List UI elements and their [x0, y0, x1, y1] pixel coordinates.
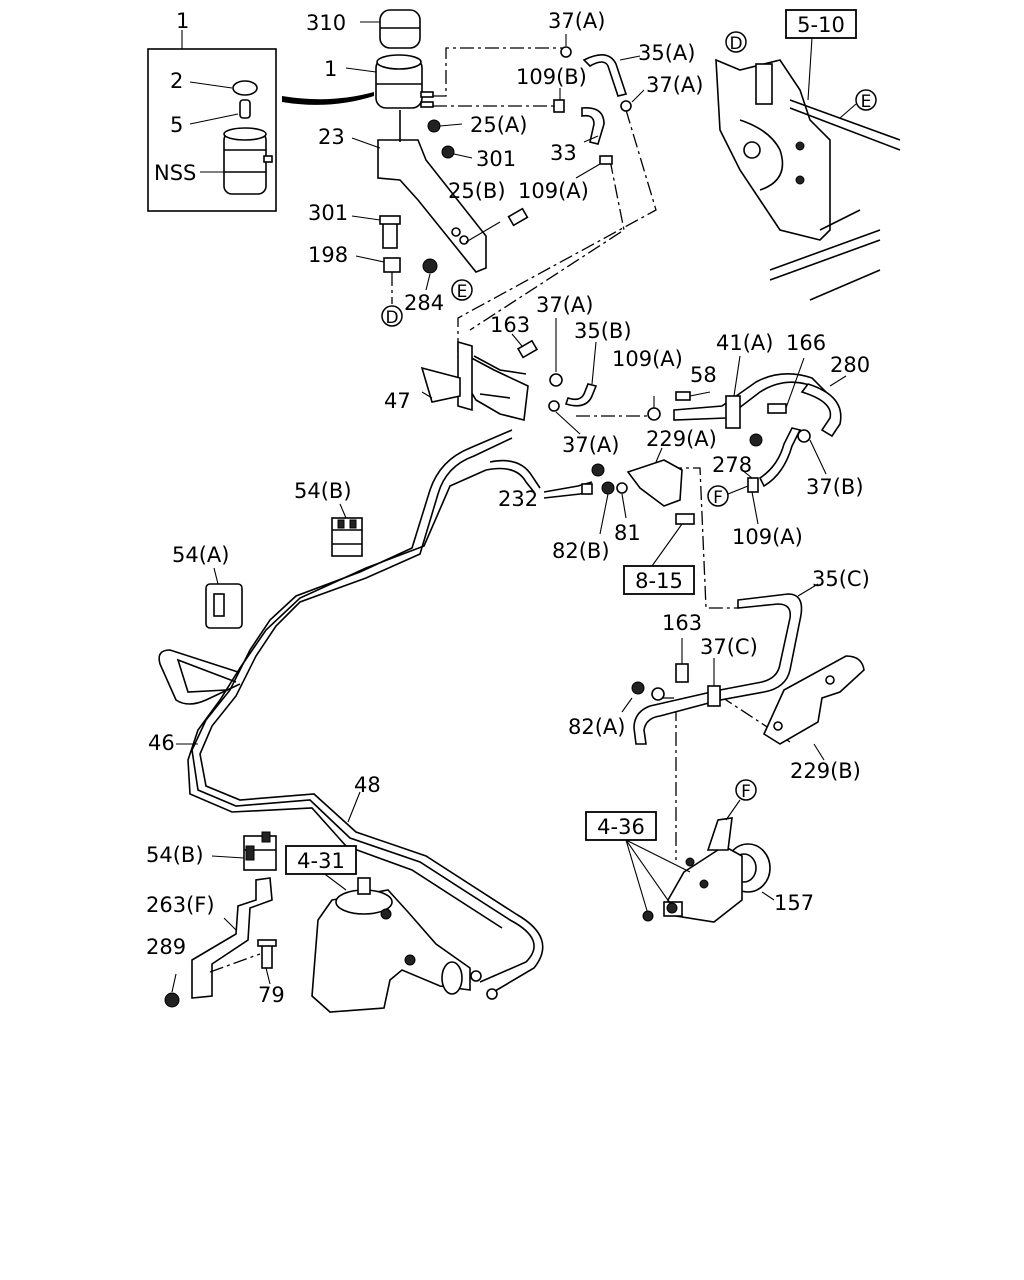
callout-79: 79	[258, 983, 285, 1007]
callout-163-upper: 163	[490, 313, 530, 337]
callout-289: 289	[146, 935, 186, 959]
callout-2: 2	[170, 69, 183, 93]
callout-82b: 82(B)	[552, 539, 610, 563]
callout-37b: 37(B)	[806, 475, 864, 499]
callout-1-tank: 1	[324, 57, 337, 81]
callout-301-upper: 301	[476, 147, 516, 171]
svg-text:F: F	[741, 782, 751, 802]
callout-35c: 35(C)	[812, 567, 870, 591]
callout-229a: 229(A)	[646, 427, 717, 451]
callout-109a-mid: 109(A)	[612, 347, 683, 371]
callout-35a: 35(A)	[638, 41, 695, 65]
callout-54b-lower: 54(B)	[146, 843, 204, 867]
svg-text:E: E	[457, 282, 468, 302]
reference-box-5-10: 5-10	[785, 9, 857, 39]
callout-37a-top: 37(A)	[548, 9, 605, 33]
marker-e-upper: E	[855, 89, 877, 112]
svg-text:D: D	[729, 34, 742, 54]
callout-1-kit: 1	[176, 9, 189, 33]
callout-37a-mid: 37(A)	[536, 293, 593, 317]
pump-hose-group	[621, 583, 865, 923]
svg-text:8-15: 8-15	[635, 569, 683, 593]
marker-f-pump: F	[735, 779, 757, 802]
callout-301-lower: 301	[308, 201, 348, 225]
svg-text:5-10: 5-10	[797, 13, 845, 37]
callout-48: 48	[354, 773, 381, 797]
marker-d-upper: D	[725, 31, 747, 54]
callout-46: 46	[148, 731, 175, 755]
callout-54a: 54(A)	[172, 543, 229, 567]
reservoir-assembly	[282, 9, 529, 304]
svg-text:E: E	[861, 92, 872, 112]
callout-37a-right: 37(A)	[646, 73, 703, 97]
callout-35b: 35(B)	[574, 319, 632, 343]
marker-f-hose: F	[707, 485, 749, 508]
callout-109a-lower: 109(A)	[732, 525, 803, 549]
callout-5: 5	[170, 113, 183, 137]
callout-109b: 109(B)	[516, 65, 587, 89]
callout-310: 310	[306, 11, 346, 35]
svg-text:4-36: 4-36	[597, 815, 645, 839]
callout-198: 198	[308, 243, 348, 267]
marker-d-lower: D	[381, 305, 403, 328]
callout-82a: 82(A)	[568, 715, 625, 739]
right-hose-group	[543, 355, 847, 567]
callout-163-lower: 163	[662, 611, 702, 635]
callout-278: 278	[712, 453, 752, 477]
callout-81: 81	[614, 521, 641, 545]
callout-41a: 41(A)	[716, 331, 773, 355]
reference-box-4-36: 4-36	[585, 811, 657, 841]
callout-229b: 229(B)	[790, 759, 861, 783]
clip-54b-upper	[331, 503, 363, 557]
pipe-run	[158, 429, 544, 1013]
reference-box-4-31: 4-31	[285, 845, 357, 875]
callout-25b: 25(B)	[448, 179, 506, 203]
callout-25a: 25(A)	[470, 113, 527, 137]
callout-58: 58	[690, 363, 717, 387]
callout-37c: 37(C)	[700, 635, 758, 659]
callout-47: 47	[384, 389, 411, 413]
callout-37a-lower: 37(A)	[562, 433, 619, 457]
callout-263f: 263(F)	[146, 893, 215, 917]
callout-nss: NSS	[154, 161, 196, 185]
callout-54b-upper: 54(B)	[294, 479, 352, 503]
callout-33: 33	[550, 141, 577, 165]
callout-labels: 1 2 5 NSS 310 1 23 25(A) 301 25(B) 109(A…	[146, 9, 870, 1007]
callout-284: 284	[404, 291, 444, 315]
marker-e-lower: E	[451, 279, 473, 302]
reference-box-8-15: 8-15	[623, 565, 695, 595]
svg-text:F: F	[713, 488, 723, 508]
reservoir-kit-inset	[147, 30, 277, 212]
callout-232: 232	[498, 487, 538, 511]
clip-54a	[205, 567, 243, 629]
callout-157: 157	[774, 891, 814, 915]
frame-detail	[715, 37, 901, 301]
callout-23: 23	[318, 125, 345, 149]
callout-166: 166	[786, 331, 826, 355]
svg-text:4-31: 4-31	[297, 849, 345, 873]
upper-hoses	[420, 34, 791, 860]
callout-109a-upper: 109(A)	[518, 179, 589, 203]
callout-280: 280	[830, 353, 870, 377]
clip-54b-lower	[211, 831, 277, 871]
svg-text:D: D	[385, 308, 398, 328]
